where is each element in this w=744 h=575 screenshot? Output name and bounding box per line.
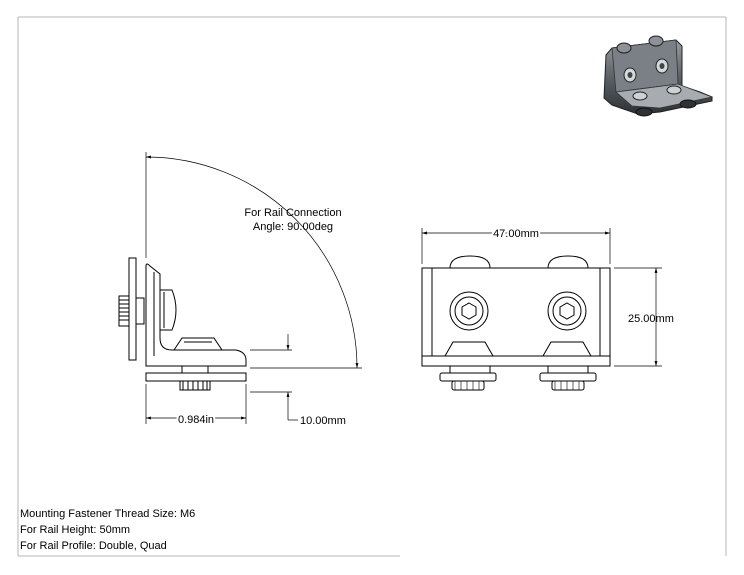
note-rail-height: For Rail Height: 50mm <box>20 524 131 536</box>
angle-label-line1: For Rail Connection <box>244 207 341 219</box>
note-rail-profile: For Rail Profile: Double, Quad <box>20 540 167 552</box>
width-dimension-label: 47.00mm <box>493 228 539 240</box>
iso-thumbnail <box>603 35 714 117</box>
front-view-dimensions <box>421 228 662 367</box>
front-view-threads <box>454 381 580 390</box>
front-view <box>421 255 611 391</box>
offset-dimension-label: 10.00mm <box>300 415 346 427</box>
height-dimension-label: 25.00mm <box>628 313 674 325</box>
side-view <box>118 257 247 391</box>
side-view-dimensions <box>145 152 362 424</box>
note-thread-size: Mounting Fastener Thread Size: M6 <box>20 508 196 520</box>
sheet-border <box>17 16 727 557</box>
angle-label-line2: Angle: 90.00deg <box>253 221 333 233</box>
depth-dimension-label: 0.984in <box>178 414 214 426</box>
